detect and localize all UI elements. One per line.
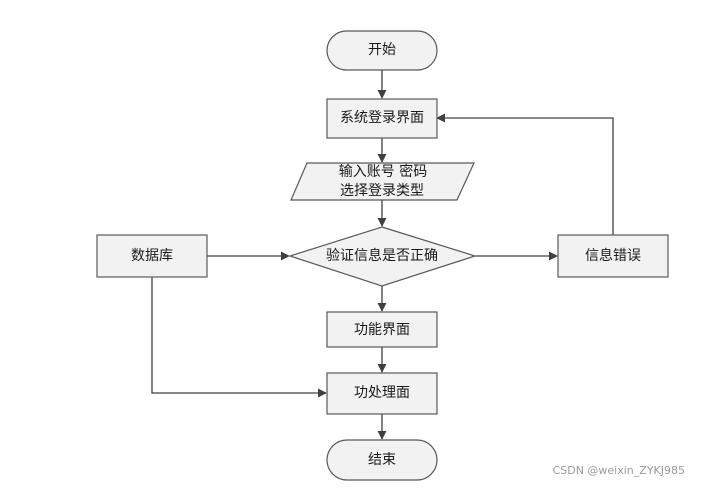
process-screen-label: 功处理面 [354, 385, 410, 401]
input-label-line1: 输入账号 密码 [339, 163, 427, 180]
node-database: 数据库 [96, 234, 208, 278]
input-parallelogram-shape [290, 162, 475, 201]
node-verify: 验证信息是否正确 [288, 226, 477, 287]
database-label: 数据库 [131, 248, 173, 264]
function-screen-label: 功能界面 [354, 322, 410, 338]
end-label: 结束 [368, 452, 396, 468]
login-screen-shape [326, 98, 438, 139]
start-label: 开始 [368, 42, 396, 58]
function-screen-shape [326, 311, 438, 348]
node-error: 信息错误 [557, 234, 669, 278]
node-end: 结束 [326, 439, 438, 481]
node-function-screen: 功能界面 [326, 311, 438, 348]
error-shape [557, 234, 669, 278]
verify-decision-shape [288, 226, 477, 287]
node-process-screen: 功处理面 [326, 372, 438, 415]
process-screen-shape [326, 372, 438, 415]
end-terminator-shape [326, 439, 438, 481]
node-login-screen: 系统登录界面 [326, 98, 438, 139]
login-screen-label: 系统登录界面 [340, 110, 424, 126]
node-input: 输入账号 密码 选择登录类型 [290, 162, 475, 201]
node-start: 开始 [326, 30, 438, 71]
edges [151, 70, 614, 440]
edge-database-to-process [151, 277, 327, 398]
start-terminator-shape [326, 30, 438, 71]
edge-error-to-login [436, 113, 614, 235]
database-shape [96, 234, 208, 278]
watermark: CSDN @weixin_ZYKJ985 [552, 464, 685, 477]
error-label: 信息错误 [585, 247, 641, 264]
input-label-line2: 选择登录类型 [340, 183, 424, 199]
verify-label: 验证信息是否正确 [326, 247, 438, 264]
